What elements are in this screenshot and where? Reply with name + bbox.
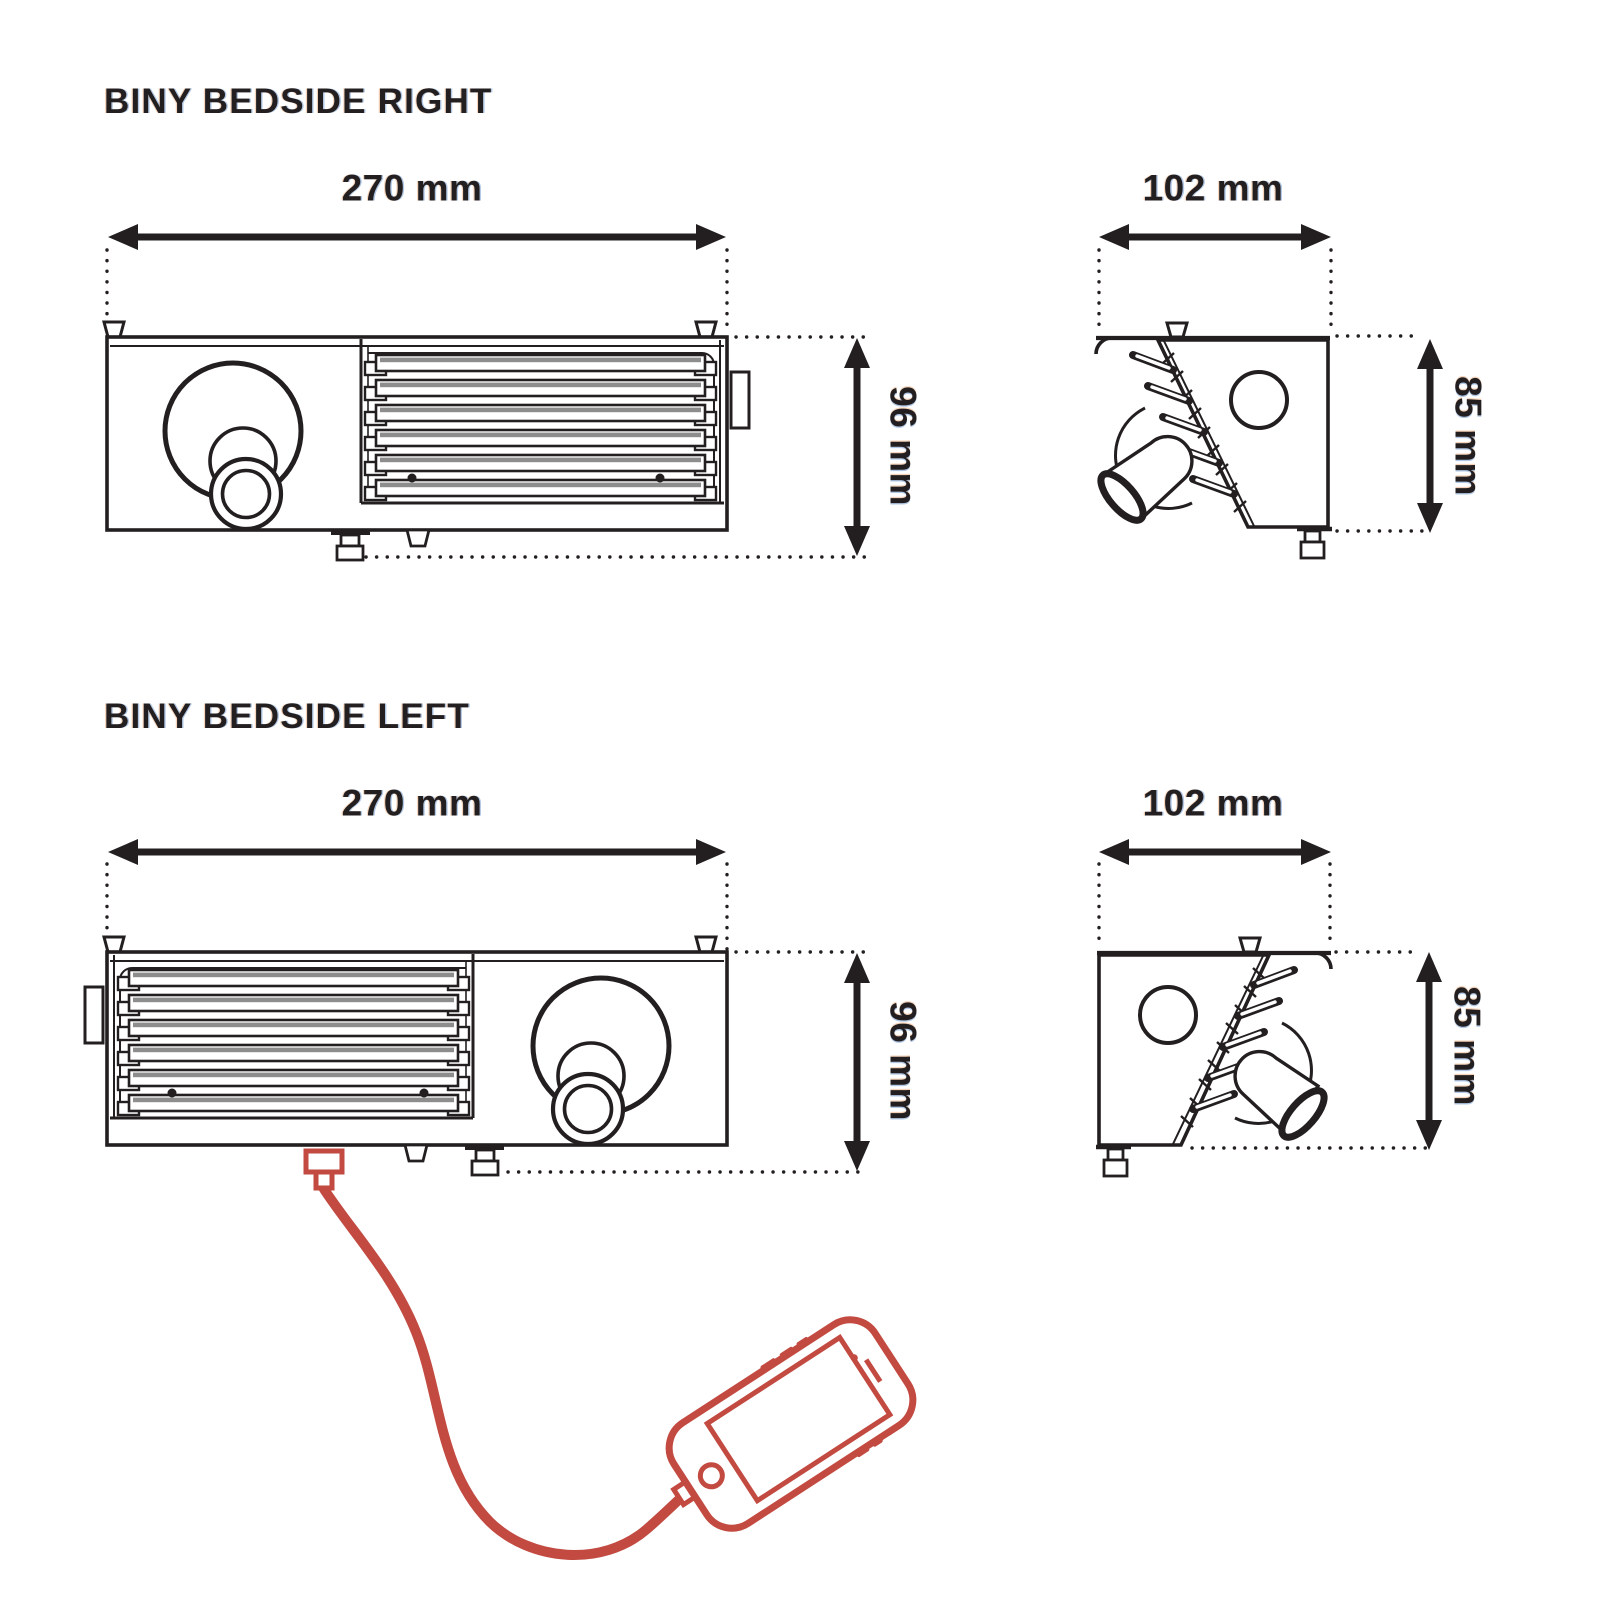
- smartphone-icon: [665, 1316, 917, 1532]
- side-foot: [1297, 526, 1332, 560]
- dimension-arrow-side-height-right: [1417, 339, 1443, 533]
- louver-hatching: [1180, 967, 1266, 1128]
- side-foot: [1096, 1144, 1131, 1178]
- biny-left-diagram: [83, 839, 1442, 1560]
- biny-left-side-view: [1096, 936, 1333, 1178]
- screw-hole-icon: [1229, 370, 1289, 430]
- dim-label-height-right: 96 mm: [882, 386, 924, 506]
- mounting-tab-icon: [694, 935, 718, 954]
- spotlight-head-icon: [1097, 434, 1194, 524]
- leader-dots-right: [105, 248, 1430, 559]
- spotlight-front-icon: [162, 360, 304, 532]
- camera-dot-icon: [850, 1354, 858, 1362]
- bottom-feet: [331, 528, 431, 562]
- usb-cable-icon: [303, 1148, 691, 1560]
- mounting-tab-icon: [102, 320, 126, 339]
- dimension-arrow-side-height-left: [1416, 952, 1442, 1150]
- earpiece-icon: [864, 1358, 883, 1383]
- spotlight-head-icon: [1233, 1049, 1328, 1141]
- biny-right-diagram: [102, 224, 1443, 562]
- dim-label-width-left: 270 mm: [341, 782, 483, 824]
- screw-hole-icon: [1138, 985, 1198, 1045]
- dimension-arrow-height-right: [844, 338, 870, 556]
- mounting-tab-icon: [694, 320, 718, 339]
- dimension-arrow-width-right: [108, 224, 726, 250]
- mounting-tab-icon: [1238, 936, 1262, 954]
- dim-label-height-left: 96 mm: [882, 1001, 924, 1121]
- dim-label-depth-left: 102 mm: [1142, 782, 1284, 824]
- biny-left-front-view: [83, 935, 729, 1177]
- dim-label-side-height-left: 85 mm: [1446, 986, 1488, 1106]
- dimension-arrow-depth-left: [1099, 839, 1331, 865]
- dimension-arrow-width-left: [108, 839, 726, 865]
- home-button-icon: [697, 1462, 725, 1490]
- louver-grill: [359, 339, 724, 505]
- section-title-left: BINY BEDSIDE LEFT: [104, 697, 470, 736]
- leader-dots-left: [105, 862, 1430, 1174]
- switch-tab-icon: [83, 985, 105, 1045]
- dimension-arrow-depth-right: [1099, 224, 1331, 250]
- dim-label-side-height-right: 85 mm: [1447, 376, 1489, 496]
- dim-label-depth-right: 102 mm: [1142, 167, 1284, 209]
- biny-right-front-view: [102, 320, 751, 562]
- mounting-tab-icon: [102, 935, 126, 954]
- dim-label-width-right: 270 mm: [341, 167, 483, 209]
- dimension-arrow-height-left: [844, 953, 870, 1171]
- mounting-tab-icon: [1165, 321, 1189, 339]
- section-title-right: BINY BEDSIDE RIGHT: [104, 82, 493, 121]
- bottom-feet: [403, 1143, 504, 1177]
- switch-tab-icon: [729, 370, 751, 430]
- biny-right-side-view: [1094, 321, 1332, 560]
- louver-grill: [110, 954, 475, 1120]
- spotlight-front-icon: [530, 975, 672, 1147]
